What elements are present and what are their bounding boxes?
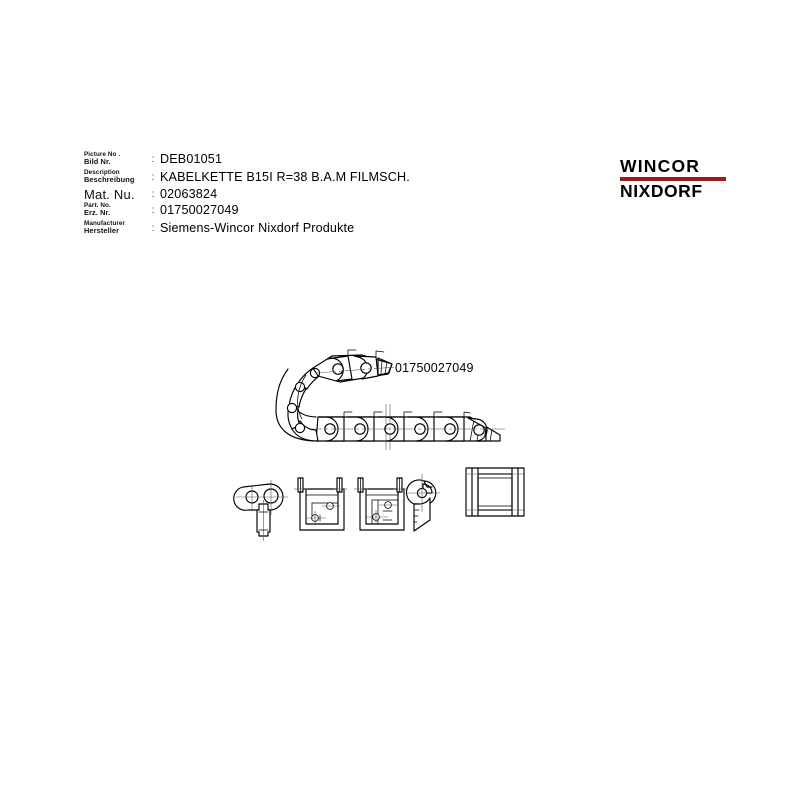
- row-separator: :: [151, 223, 155, 234]
- row-label-part-no: Part. No. Erz. Nr.: [84, 202, 146, 218]
- table-row: Manufacturer Hersteller : Siemens-Wincor…: [84, 220, 544, 236]
- drawing-part-number-callout: 01750027049: [395, 361, 474, 375]
- part-info-table: Picture No . Bild Nr. : DEB01051 Descrip…: [84, 151, 544, 237]
- detail-frame-view: [465, 467, 525, 517]
- detail-bracket-left-view: [294, 477, 347, 531]
- table-row: Picture No . Bild Nr. : DEB01051: [84, 151, 544, 167]
- row-label-en: Picture No .: [84, 151, 121, 159]
- row-label-de: Erz. Nr.: [84, 208, 111, 218]
- row-separator: :: [151, 189, 155, 200]
- row-value-description: KABELKETTE B15I R=38 B.A.M FILMSCH.: [160, 170, 410, 184]
- row-label-de: Beschreibung: [84, 175, 135, 185]
- table-row: Part. No. Erz. Nr. : 01750027049: [84, 202, 544, 218]
- row-value-material-no: 02063824: [160, 187, 218, 201]
- row-label-material-no: Mat. Nu.: [84, 186, 146, 202]
- logo-text-nixdorf: NIXDORF: [620, 181, 703, 201]
- row-separator: :: [151, 154, 155, 165]
- row-label-de: Mat. Nu.: [84, 186, 135, 202]
- row-label-de: Hersteller: [84, 226, 120, 236]
- row-label-en: Manufacturer: [84, 220, 126, 228]
- logo-red-bar: [620, 177, 726, 181]
- row-separator: :: [151, 205, 155, 216]
- row-label-de: Bild Nr.: [84, 157, 111, 167]
- wincor-nixdorf-logo: WINCOR NIXDORF: [620, 157, 726, 201]
- row-label-description: Description Beschreibung: [84, 169, 146, 185]
- row-separator: :: [151, 172, 155, 183]
- row-value-part-no: 01750027049: [160, 203, 239, 217]
- row-label-en: Description: [84, 169, 120, 177]
- row-label-en: Part. No.: [84, 202, 111, 210]
- detail-hook-view: [405, 474, 440, 532]
- table-row: Mat. Nu. : 02063824: [84, 187, 544, 201]
- row-value-manufacturer: Siemens-Wincor Nixdorf Produkte: [160, 221, 355, 235]
- row-value-picture-no: DEB01051: [160, 152, 223, 166]
- row-label-manufacturer: Manufacturer Hersteller: [84, 220, 146, 236]
- detail-link-pin-view: [233, 480, 288, 541]
- table-row: Description Beschreibung : KABELKETTE B1…: [84, 169, 544, 185]
- row-label-picture-no: Picture No . Bild Nr.: [84, 151, 146, 167]
- logo-text-wincor: WINCOR: [620, 156, 701, 176]
- detail-bracket-right-view: [354, 477, 407, 531]
